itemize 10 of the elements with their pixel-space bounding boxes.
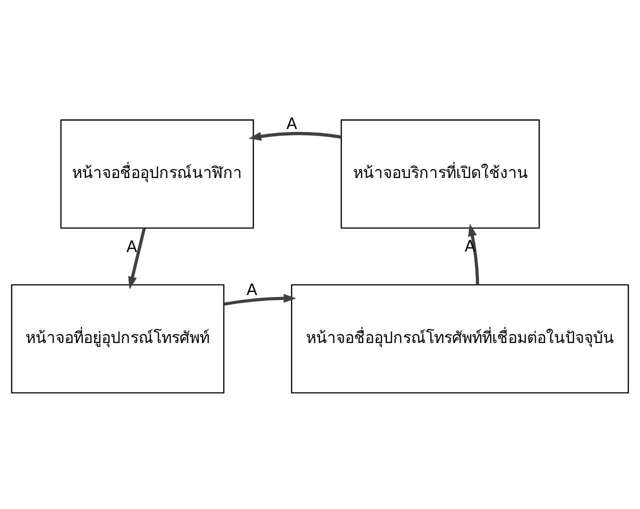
arrow: [224, 294, 296, 306]
node-box: หน้าจอที่อยู่อุปกรณ์โทรศัพท์: [11, 284, 224, 394]
edge-label: A: [126, 237, 138, 256]
node-box: หน้าจอชื่ออุปกรณ์นาฬิกา: [60, 119, 254, 229]
node-box: หน้าจอชื่ออุปกรณ์โทรศัพท์ที่เชื่อมต่อในปัจจุบัน: [291, 284, 629, 394]
edge-label: A: [286, 114, 298, 133]
arrow: [248, 132, 342, 141]
edge-label: A: [246, 280, 258, 299]
node-box: หน้าจอบริการที่เปิดใช้งาน: [340, 119, 540, 229]
arrow: [128, 228, 146, 290]
